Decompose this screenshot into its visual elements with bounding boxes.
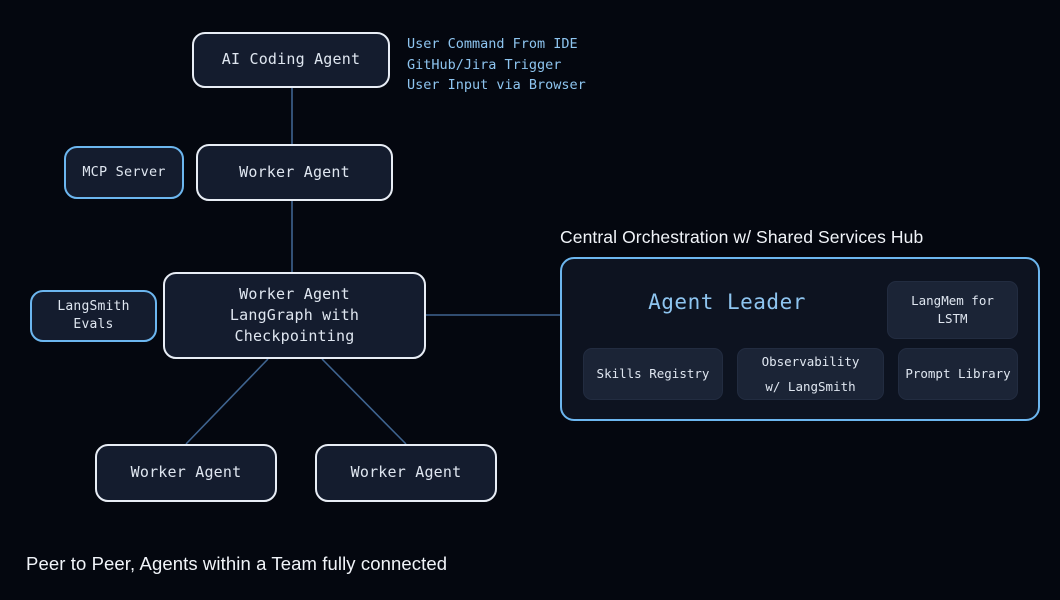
- node-mcp-server[interactable]: MCP Server: [64, 146, 184, 199]
- node-langsmith-evals[interactable]: LangSmith Evals: [30, 290, 157, 342]
- node-ai-coding-agent[interactable]: AI Coding Agent: [192, 32, 390, 88]
- wire-main-to-worker-br: [321, 358, 407, 445]
- trigger-annotation-text: User Command From IDE GitHub/Jira Trigge…: [407, 36, 586, 94]
- central-orchestration-hub: Agent Leader LangMem for LSTM Skills Reg…: [560, 257, 1040, 421]
- hub-card-prompt-library[interactable]: Prompt Library: [898, 348, 1018, 400]
- hub-title-agent-leader: Agent Leader: [648, 290, 806, 314]
- node-worker-agent-bottom-right[interactable]: Worker Agent: [315, 444, 497, 502]
- hub-card-observability[interactable]: Observability w/ LangSmith: [737, 348, 884, 400]
- footer-note: Peer to Peer, Agents within a Team fully…: [26, 553, 448, 574]
- hub-card-langmem[interactable]: LangMem for LSTM: [887, 281, 1018, 339]
- hub-card-skills-registry[interactable]: Skills Registry: [583, 348, 723, 400]
- wire-main-to-worker-bl: [185, 358, 269, 445]
- node-worker-agent-langgraph[interactable]: Worker Agent LangGraph with Checkpointin…: [163, 272, 426, 359]
- node-worker-agent-bottom-left[interactable]: Worker Agent: [95, 444, 277, 502]
- hub-section-label: Central Orchestration w/ Shared Services…: [560, 227, 924, 247]
- node-worker-agent-top[interactable]: Worker Agent: [196, 144, 393, 201]
